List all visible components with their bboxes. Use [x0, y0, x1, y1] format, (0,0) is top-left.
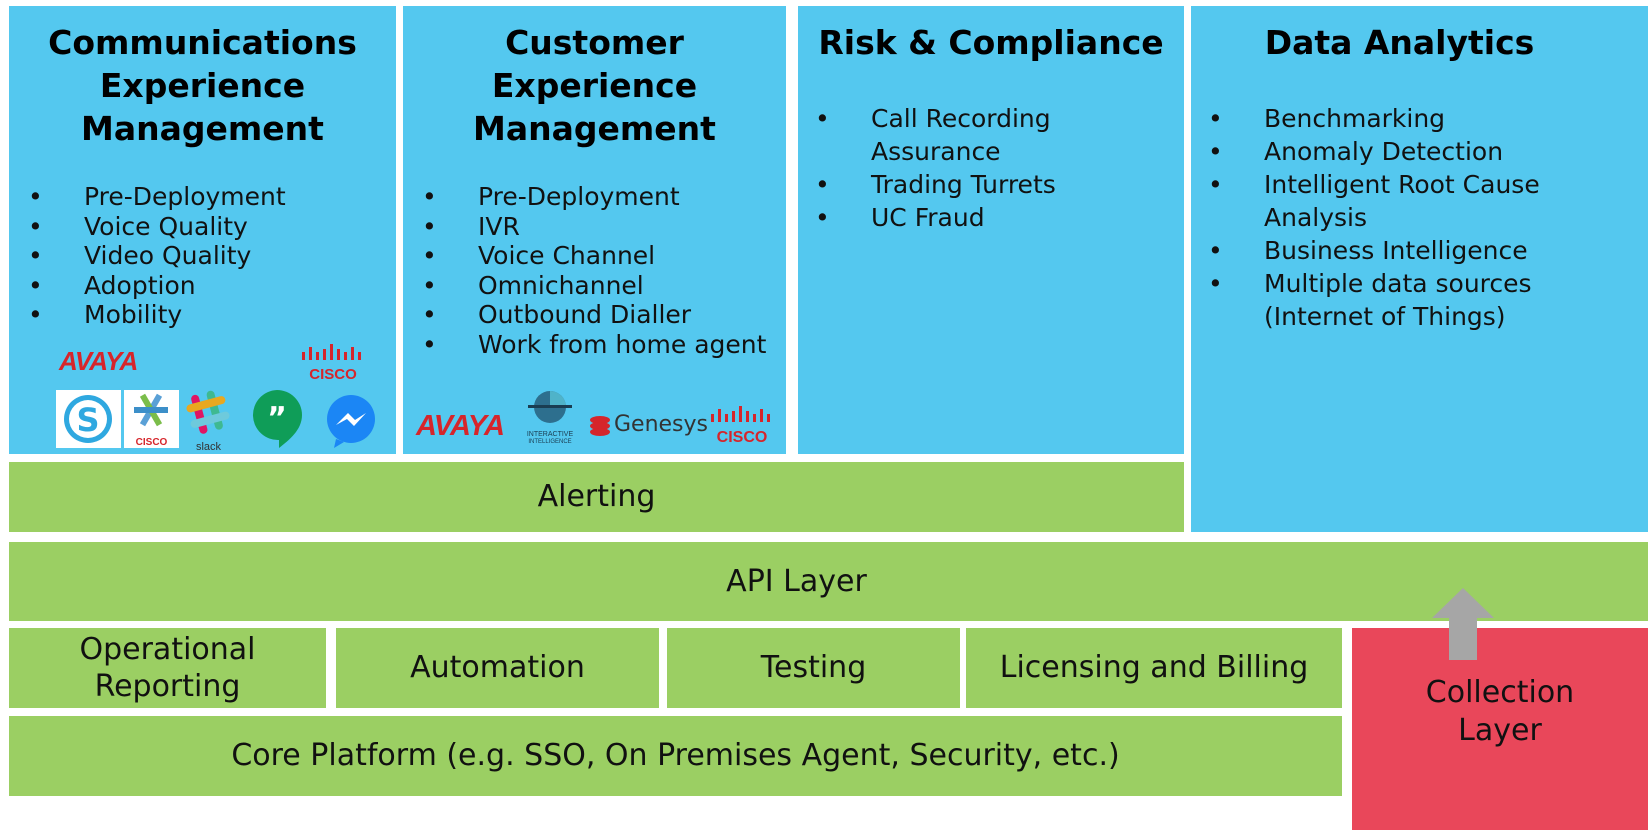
cisco-bars-icon	[711, 406, 770, 422]
cx-title-line: Experience	[491, 66, 698, 105]
up-arrow-icon	[1432, 588, 1494, 660]
svg-text:”: ”	[267, 401, 287, 436]
alerting-label: Alerting	[537, 479, 656, 514]
operational-reporting-line: Operational	[79, 632, 256, 667]
cx-feature-list: Pre-Deployment IVR Voice Channel Omnicha…	[420, 182, 766, 359]
licensing-billing-label: Licensing and Billing	[999, 650, 1309, 685]
list-item: Call Recording Assurance	[813, 102, 1113, 168]
avaya-logo: AVAYA	[416, 410, 505, 442]
cisco-bars-icon	[302, 344, 361, 360]
core-platform-layer: Core Platform (e.g. SSO, On Premises Age…	[9, 716, 1342, 796]
cisco-logo-text: CISCO	[716, 429, 768, 446]
slack-icon: slack	[181, 388, 236, 453]
list-item: Anomaly Detection	[1206, 135, 1566, 168]
interactive-intelligence-logo: INTERACTIVE INTELLIGENCE	[520, 388, 580, 446]
intelligence-label: INTELLIGENCE	[528, 439, 572, 445]
comms-title-line: Communications	[48, 23, 357, 62]
list-item: Outbound Dialler	[420, 300, 766, 330]
comms-title-line: Experience	[99, 66, 306, 105]
risk-feature-list: Call Recording Assurance Trading Turrets…	[813, 102, 1113, 234]
data-analytics-panel: Data Analytics Benchmarking Anomaly Dete…	[1191, 6, 1648, 532]
risk-compliance-panel: Risk & Compliance Call Recording Assuran…	[798, 6, 1184, 454]
core-platform-label: Core Platform (e.g. SSO, On Premises Age…	[231, 738, 1120, 773]
collection-layer: Collection Layer	[1352, 628, 1648, 830]
list-item: Voice Channel	[420, 241, 766, 271]
interactive-intelligence-icon	[528, 391, 572, 423]
cx-title: Customer Experience Management	[403, 21, 786, 150]
collection-layer-label: Collection Layer	[1352, 674, 1648, 750]
hangouts-icon: ”	[249, 388, 305, 457]
list-item: IVR	[420, 212, 766, 242]
list-item: Pre-Deployment	[420, 182, 766, 212]
list-item: Work from home agent	[420, 330, 766, 360]
collection-layer-line: Layer	[1458, 713, 1542, 748]
licensing-billing-module: Licensing and Billing	[966, 628, 1342, 708]
list-item: Adoption	[26, 271, 286, 301]
cx-title-line: Management	[473, 109, 716, 148]
genesys-label: Genesys	[614, 412, 709, 437]
list-item: Voice Quality	[26, 212, 286, 242]
list-item: Intelligent Root Cause Analysis	[1206, 168, 1566, 234]
slack-label: slack	[195, 441, 222, 453]
list-item: UC Fraud	[813, 201, 1113, 234]
cisco-logo: CISCO	[708, 406, 776, 446]
api-layer: API Layer	[9, 542, 1648, 621]
automation-module: Automation	[336, 628, 659, 708]
interactive-label: INTERACTIVE	[526, 431, 574, 438]
genesys-logo: Genesys	[588, 412, 708, 437]
comms-title-line: Management	[81, 109, 324, 148]
avaya-logo: AVAYA	[59, 346, 138, 376]
genesys-icon	[590, 415, 610, 436]
cisco-logo-text: CISCO	[309, 366, 357, 383]
list-item: Omnichannel	[420, 271, 766, 301]
list-item: Mobility	[26, 300, 286, 330]
cx-experience-panel: Customer Experience Management Pre-Deplo…	[403, 6, 786, 454]
list-item: Video Quality	[26, 241, 286, 271]
automation-label: Automation	[410, 650, 585, 685]
collection-layer-line: Collection	[1425, 675, 1575, 710]
analytics-feature-list: Benchmarking Anomaly Detection Intellige…	[1206, 102, 1566, 333]
list-item: Trading Turrets	[813, 168, 1113, 201]
svg-text:S: S	[76, 401, 99, 439]
api-layer-label: API Layer	[726, 564, 867, 599]
operational-reporting-module: Operational Reporting	[9, 628, 326, 708]
list-item: Multiple data sources (Internet of Thing…	[1206, 267, 1566, 333]
operational-reporting-line: Reporting	[94, 669, 241, 704]
cisco-jabber-icon: CISCO	[124, 390, 179, 448]
list-item: Benchmarking	[1206, 102, 1566, 135]
cisco-logo: CISCO	[299, 344, 367, 383]
analytics-title: Data Analytics	[1264, 23, 1535, 62]
skype-icon: S	[56, 390, 121, 448]
cisco-jabber-label: CISCO	[135, 437, 168, 448]
risk-title: Risk & Compliance	[818, 23, 1164, 62]
messenger-icon	[324, 394, 378, 453]
operational-reporting-label: Operational Reporting	[9, 631, 326, 705]
alerting-layer: Alerting	[9, 462, 1184, 532]
list-item: Pre-Deployment	[26, 182, 286, 212]
comms-title: Communications Experience Management	[9, 21, 396, 150]
list-item: Business Intelligence	[1206, 234, 1566, 267]
comms-experience-panel: Communications Experience Management Pre…	[9, 6, 396, 454]
cx-title-line: Customer	[505, 23, 684, 62]
comms-feature-list: Pre-Deployment Voice Quality Video Quali…	[26, 182, 286, 330]
testing-label: Testing	[760, 650, 867, 685]
testing-module: Testing	[667, 628, 960, 708]
